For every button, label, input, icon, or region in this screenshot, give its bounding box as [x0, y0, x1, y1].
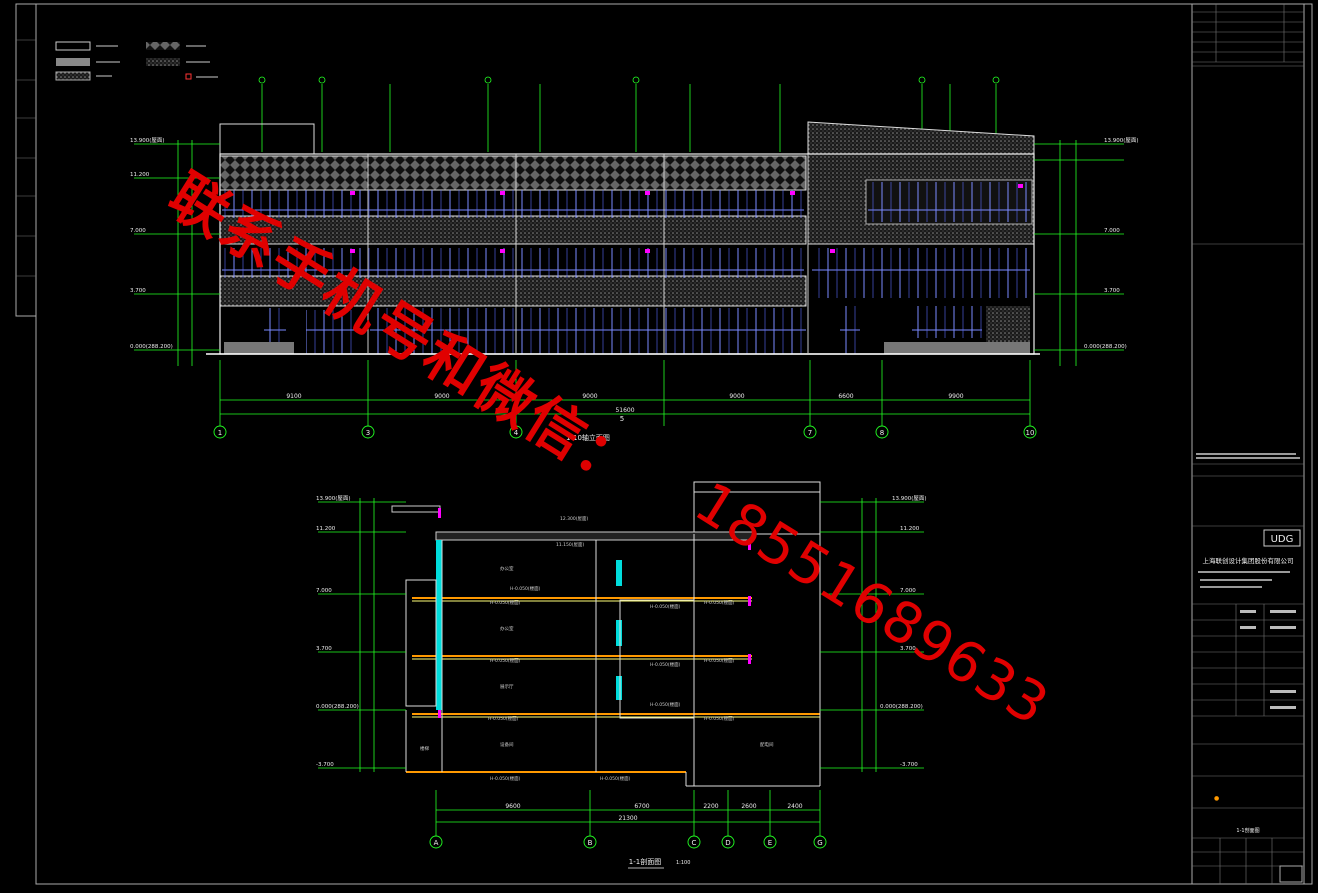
svg-text:12.300(屋面): 12.300(屋面)	[560, 516, 589, 522]
elev-axis-1: 1	[218, 429, 222, 437]
svg-text:配电间: 配电间	[760, 741, 774, 748]
drawing-title-block: 1-1剖面图	[1236, 827, 1259, 834]
section-title: 1-1剖面图	[629, 857, 661, 866]
elev-label-7000: 7.000	[130, 228, 146, 234]
svg-text:H-0.050(楼面): H-0.050(楼面)	[704, 715, 735, 722]
elev-total-dim: 51600	[615, 407, 634, 414]
sec-axis-d: D	[725, 839, 730, 847]
svg-text:楼梯: 楼梯	[420, 745, 429, 752]
sec-elev-roof-right: 13.900(屋面)	[892, 495, 927, 502]
elev-axis-7: 7	[808, 429, 812, 437]
elev-axis-8: 8	[880, 429, 884, 437]
hatch-legend	[55, 41, 218, 81]
sec-dim-3: 2200	[703, 803, 718, 810]
elev-axis-10: 10	[1026, 429, 1035, 437]
sec-total-dim: 21300	[618, 815, 637, 822]
sec-elev-minus: -3.700	[316, 762, 334, 768]
elev-label-0000: 0.000(288.200)	[130, 344, 173, 350]
elev-dim-1: 9100	[286, 393, 301, 400]
elev-dim-4: 9000	[729, 393, 744, 400]
svg-text:H-0.050(楼面): H-0.050(楼面)	[490, 657, 521, 664]
elevation-title: 1-10轴立面图	[566, 433, 610, 442]
sec-axis-b: B	[588, 839, 593, 847]
title-block: UDG 上海联创设计集团股份有限公司 ● 1-1剖面图	[1191, 3, 1305, 885]
svg-text:H-0.050(楼面): H-0.050(楼面)	[704, 657, 735, 664]
sec-dim-4: 2600	[741, 803, 756, 810]
sec-dim-1: 9600	[505, 803, 520, 810]
elev-label-3700-right: 3.700	[1104, 288, 1120, 294]
sec-axis-e: E	[768, 839, 772, 847]
firm-logo: UDG	[1271, 534, 1294, 545]
elevation-drawing: 13.900(屋面) 11.200 7.000 3.700 0.000(288.…	[130, 76, 1139, 442]
svg-text:办公室: 办公室	[500, 625, 514, 632]
elev-dim-2: 9000	[434, 393, 449, 400]
svg-text:展示厅: 展示厅	[500, 684, 514, 690]
firm-name: 上海联创设计集团股份有限公司	[1203, 556, 1294, 565]
sec-elev-0000-right: 0.000(288.200)	[880, 704, 923, 710]
sec-dim-2: 6700	[634, 803, 649, 810]
svg-text:H-0.050(楼面): H-0.050(楼面)	[650, 701, 681, 708]
elev-dim-6: 9900	[948, 393, 963, 400]
sec-axis-g: G	[817, 839, 822, 847]
svg-text:H-0.050(楼面): H-0.050(楼面)	[600, 775, 631, 782]
left-stamp-strip	[15, 3, 37, 317]
svg-text:H-0.050(楼面): H-0.050(楼面)	[704, 599, 735, 606]
svg-text:H-0.050(楼面): H-0.050(楼面)	[650, 603, 681, 610]
svg-text:设备间: 设备间	[500, 741, 514, 748]
elev-axis-5: 5	[620, 415, 624, 423]
svg-text:H-0.050(楼面): H-0.050(楼面)	[510, 585, 541, 592]
sheet-border	[35, 3, 1313, 885]
elev-axis-4: 4	[514, 429, 519, 437]
sec-elev-3700-right: 3.700	[900, 646, 916, 652]
sec-dim-5: 2400	[787, 803, 802, 810]
sec-axis-a: A	[434, 839, 439, 847]
svg-text:11.150(屋面): 11.150(屋面)	[556, 542, 585, 548]
sec-elev-minus-right: -3.700	[900, 762, 918, 768]
elev-label-roof-right: 13.900(屋面)	[1104, 137, 1139, 144]
sec-elev-3700: 3.700	[316, 646, 332, 652]
elev-axis-3: 3	[366, 429, 370, 437]
section-scale: 1:100	[676, 860, 690, 866]
svg-text:H-0.050(楼面): H-0.050(楼面)	[488, 715, 519, 722]
elev-dim-3: 9000	[582, 393, 597, 400]
sec-elev-11200: 11.200	[316, 526, 336, 532]
elev-label-roof: 13.900(屋面)	[130, 137, 165, 144]
stamp-orange: ●	[1214, 795, 1219, 802]
elev-label-7000-right: 7.000	[1104, 228, 1120, 234]
sec-axis-c: C	[692, 839, 697, 847]
elev-label-3700: 3.700	[130, 288, 146, 294]
svg-text:H-0.050(楼面): H-0.050(楼面)	[490, 599, 521, 606]
sec-elev-roof: 13.900(屋面)	[316, 495, 351, 502]
elev-label-11200: 11.200	[130, 172, 150, 178]
elev-label-0000-right: 0.000(288.200)	[1084, 344, 1127, 350]
sec-elev-7000-right: 7.000	[900, 588, 916, 594]
sec-elev-11200-right: 11.200	[900, 526, 920, 532]
sec-elev-7000: 7.000	[316, 588, 332, 594]
svg-text:H-0.050(楼面): H-0.050(楼面)	[490, 775, 521, 782]
section-drawing: 12.300(屋面) 11.150(屋面) 办公室 H-0.050(楼面) 办公室…	[316, 481, 927, 869]
elev-dim-5: 6600	[838, 393, 853, 400]
svg-text:H-0.050(楼面): H-0.050(楼面)	[650, 661, 681, 668]
sec-elev-0000: 0.000(288.200)	[316, 704, 359, 710]
svg-text:办公室: 办公室	[500, 565, 514, 572]
